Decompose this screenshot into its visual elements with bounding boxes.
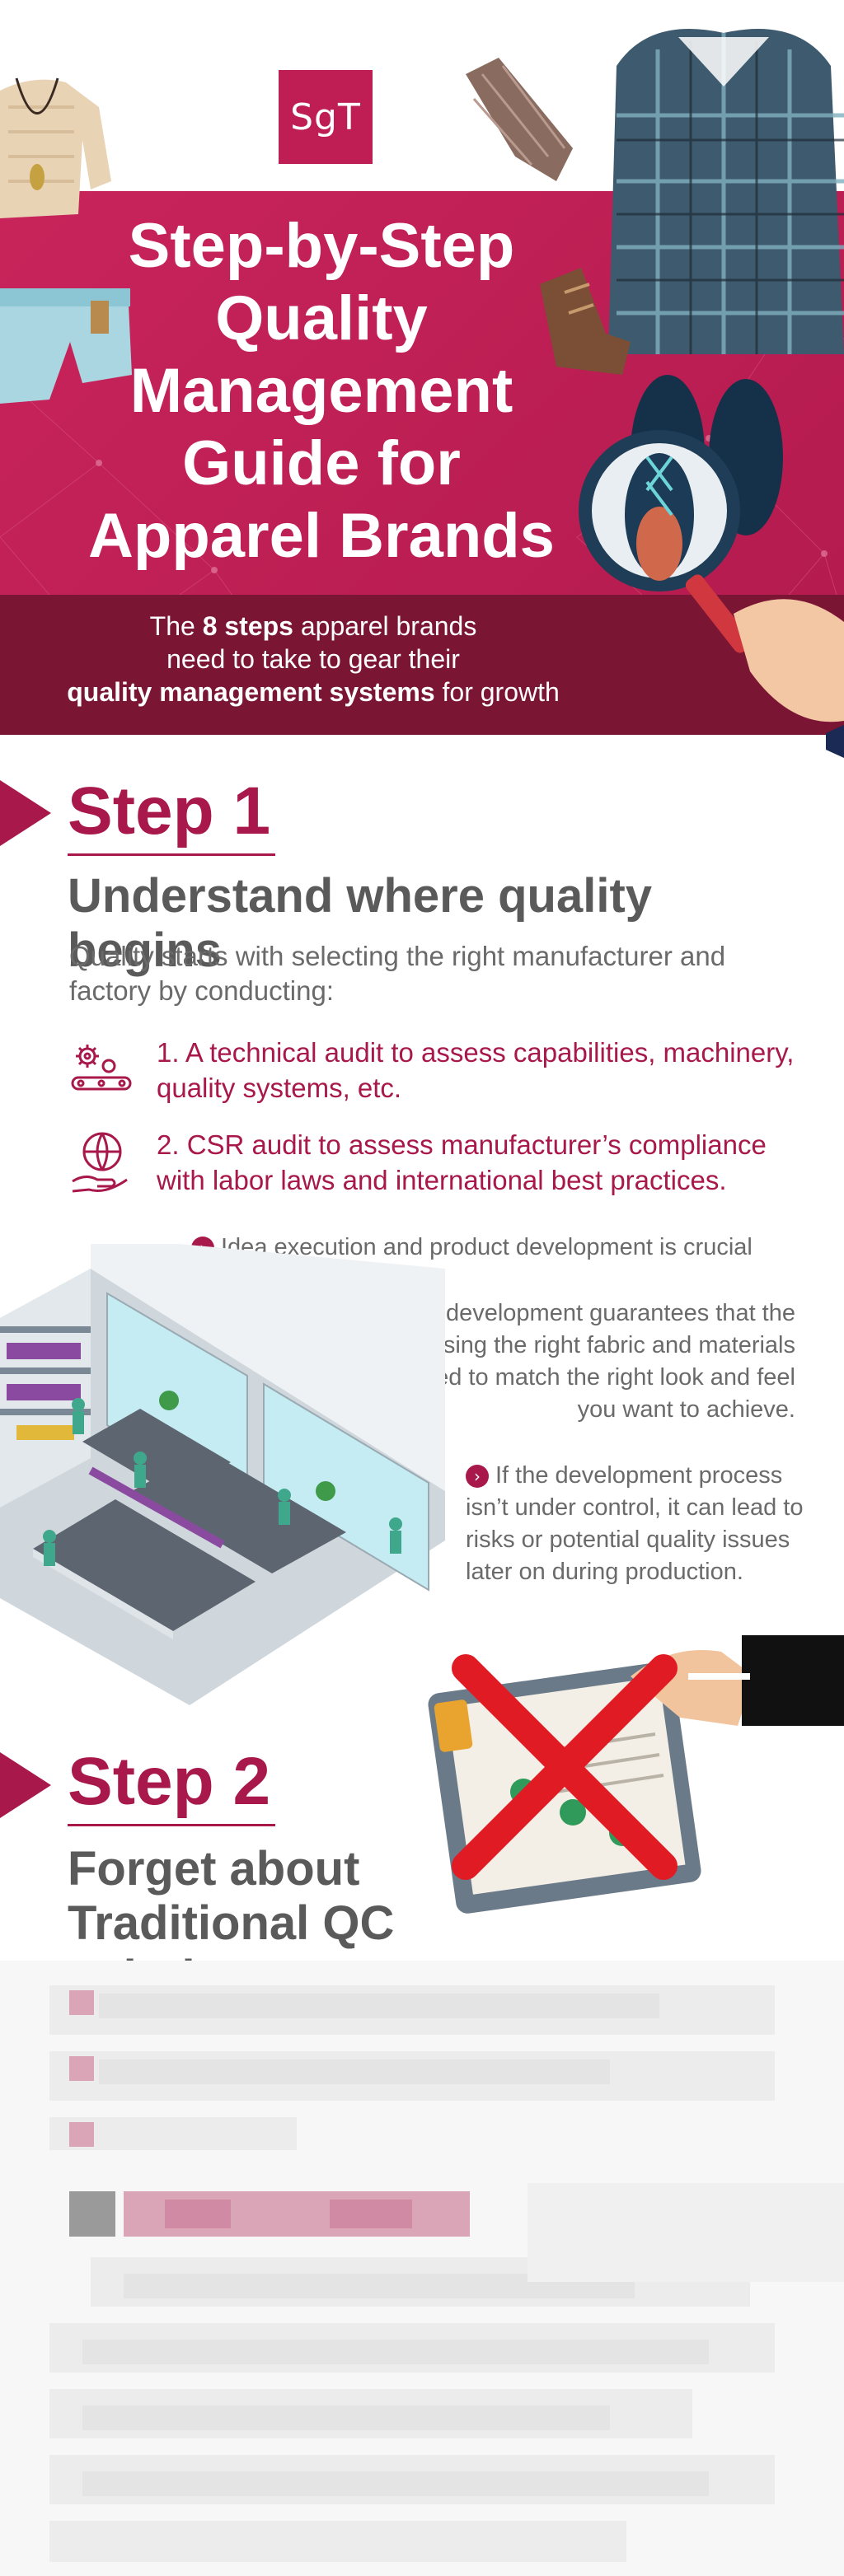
denim-shorts-illustration: [0, 288, 132, 404]
hero-title: Step-by-Step Quality Management Guide fo…: [88, 211, 555, 571]
corner-tab: [826, 725, 844, 758]
sweater-illustration: [0, 77, 111, 218]
step-2-arrow-marker: [0, 1752, 51, 1818]
plaid-shirt-illustration: [608, 29, 844, 354]
step-2-label: Step 2: [68, 1744, 271, 1819]
magnifier-sneakers-illustration: [579, 375, 844, 722]
boots-illustration: [540, 268, 631, 375]
hero-subtitle-line-1: The 8 steps apparel brands: [149, 611, 477, 641]
step-1-note-3: ›If the development process isn’t under …: [466, 1462, 804, 1585]
hero-tagline-bar: [0, 595, 844, 735]
chevron-right-icon: ›: [466, 1465, 489, 1489]
gears-conveyor-icon: [71, 1045, 132, 1091]
step-1-heading: Understand where quality begins: [68, 869, 653, 977]
hero-banner: SgT Step-by-Step Quality Management Guid…: [0, 0, 844, 758]
sgt-logo: SgT: [279, 70, 373, 164]
step-2-underline: [68, 1824, 275, 1826]
step-1-intro: Quality starts with selecting the right …: [69, 941, 726, 1006]
step-1-point-1: 1. A technical audit to assess capabilit…: [157, 1037, 795, 1103]
factory-illustration: [0, 1244, 445, 1705]
step-1-label: Step 1: [68, 774, 271, 849]
rejected-clipboard-illustration: [428, 1635, 844, 1914]
step-1-note-1: ›Idea execution and product development …: [191, 1232, 834, 1264]
step-1-point-2: 2. CSR audit to assess manufacturer’s co…: [157, 1129, 767, 1195]
globe-hand-icon: [72, 1132, 128, 1193]
pixelated-content: [0, 1961, 844, 2576]
tie-illustration: [466, 58, 573, 181]
step-1-arrow-marker: [0, 780, 51, 846]
hero-subtitle-line-3: quality management systems for growth: [67, 677, 560, 707]
hero-subtitle-line-2: need to take to gear their: [166, 644, 460, 674]
step-1-underline: [68, 853, 275, 856]
hero-subtitle: The 8 steps apparel brands need to take …: [49, 610, 577, 708]
